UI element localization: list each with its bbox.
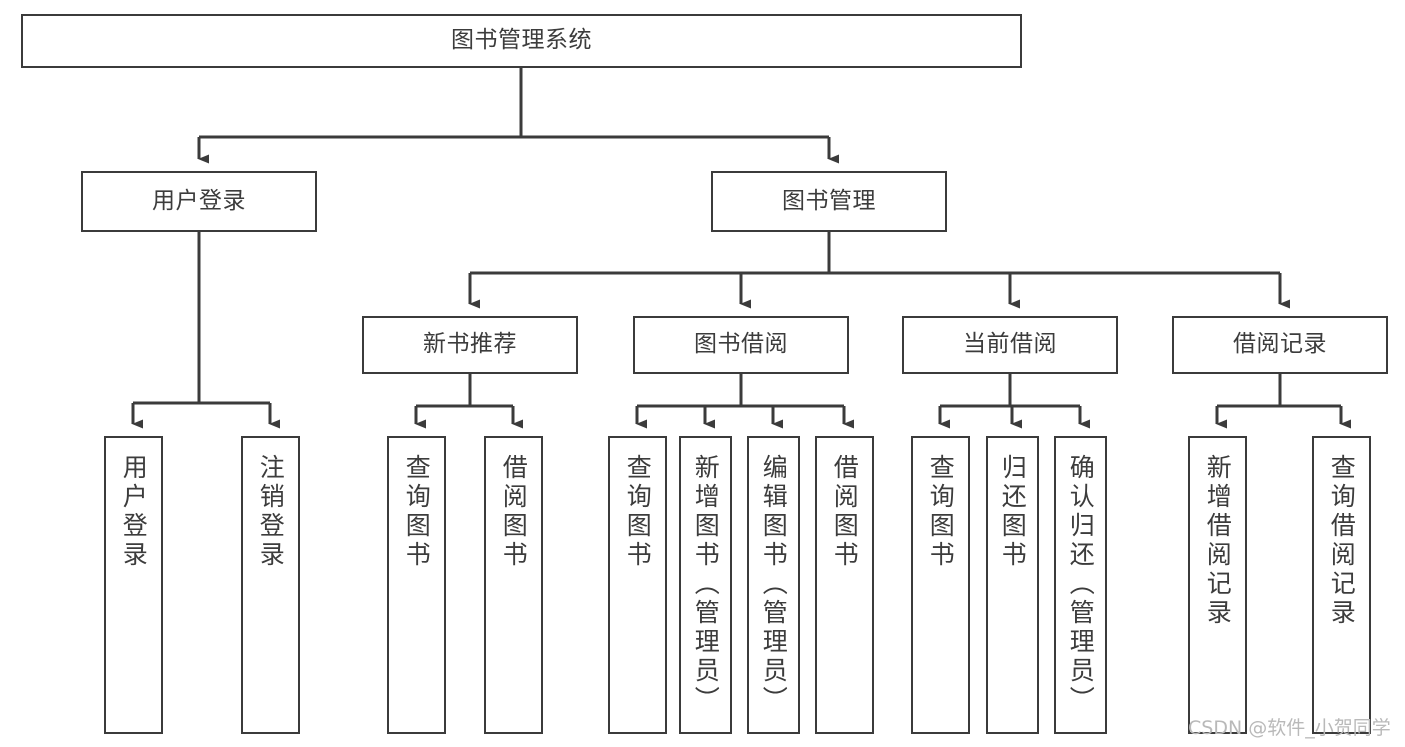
node-label: 用户登录 <box>152 187 246 214</box>
node-leaf-borrow-book-1[interactable]: 借阅图书 <box>484 436 543 734</box>
node-label: 图书借阅 <box>694 331 788 358</box>
node-leaf-user-logout[interactable]: 注销登录 <box>241 436 300 734</box>
node-leaf-edit-book[interactable]: 编辑图书（管理员） <box>747 436 800 734</box>
node-label: 查询借阅记录 <box>1327 454 1357 628</box>
node-label: 新增图书（管理员） <box>691 454 721 715</box>
node-book-borrow[interactable]: 图书借阅 <box>633 316 849 374</box>
node-label: 归还图书 <box>998 454 1028 570</box>
node-leaf-add-record[interactable]: 新增借阅记录 <box>1188 436 1247 734</box>
node-label: 借阅图书 <box>830 454 860 570</box>
node-label: 编辑图书（管理员） <box>759 454 789 715</box>
node-label: 图书管理 <box>782 187 876 214</box>
node-leaf-confirm-return[interactable]: 确认归还（管理员） <box>1054 436 1107 734</box>
node-leaf-add-book[interactable]: 新增图书（管理员） <box>679 436 732 734</box>
node-book-manage[interactable]: 图书管理 <box>711 171 947 232</box>
node-leaf-query-book-3[interactable]: 查询图书 <box>911 436 970 734</box>
node-user-login[interactable]: 用户登录 <box>81 171 317 232</box>
node-leaf-user-login[interactable]: 用户登录 <box>104 436 163 734</box>
node-label: 借阅图书 <box>499 454 529 570</box>
node-label: 查询图书 <box>623 454 653 570</box>
node-leaf-query-book-2[interactable]: 查询图书 <box>608 436 667 734</box>
node-current-borrow[interactable]: 当前借阅 <box>902 316 1118 374</box>
node-label: 新增借阅记录 <box>1203 454 1233 628</box>
csdn-watermark: CSDN @软件_小贺同学 <box>1188 717 1391 739</box>
node-borrow-record[interactable]: 借阅记录 <box>1172 316 1388 374</box>
node-label: 注销登录 <box>256 454 286 570</box>
node-label: 新书推荐 <box>423 331 517 358</box>
node-label: 图书管理系统 <box>451 27 592 54</box>
node-new-book-rec[interactable]: 新书推荐 <box>362 316 578 374</box>
node-leaf-borrow-book-2[interactable]: 借阅图书 <box>815 436 874 734</box>
node-label: 查询图书 <box>926 454 956 570</box>
node-root[interactable]: 图书管理系统 <box>21 14 1022 68</box>
node-label: 当前借阅 <box>963 331 1057 358</box>
node-leaf-return-book[interactable]: 归还图书 <box>986 436 1039 734</box>
node-label: 查询图书 <box>402 454 432 570</box>
node-leaf-query-record[interactable]: 查询借阅记录 <box>1312 436 1371 734</box>
node-leaf-query-book-1[interactable]: 查询图书 <box>387 436 446 734</box>
node-label: 借阅记录 <box>1233 331 1327 358</box>
node-label: 用户登录 <box>119 454 149 570</box>
node-label: 确认归还（管理员） <box>1066 454 1096 715</box>
